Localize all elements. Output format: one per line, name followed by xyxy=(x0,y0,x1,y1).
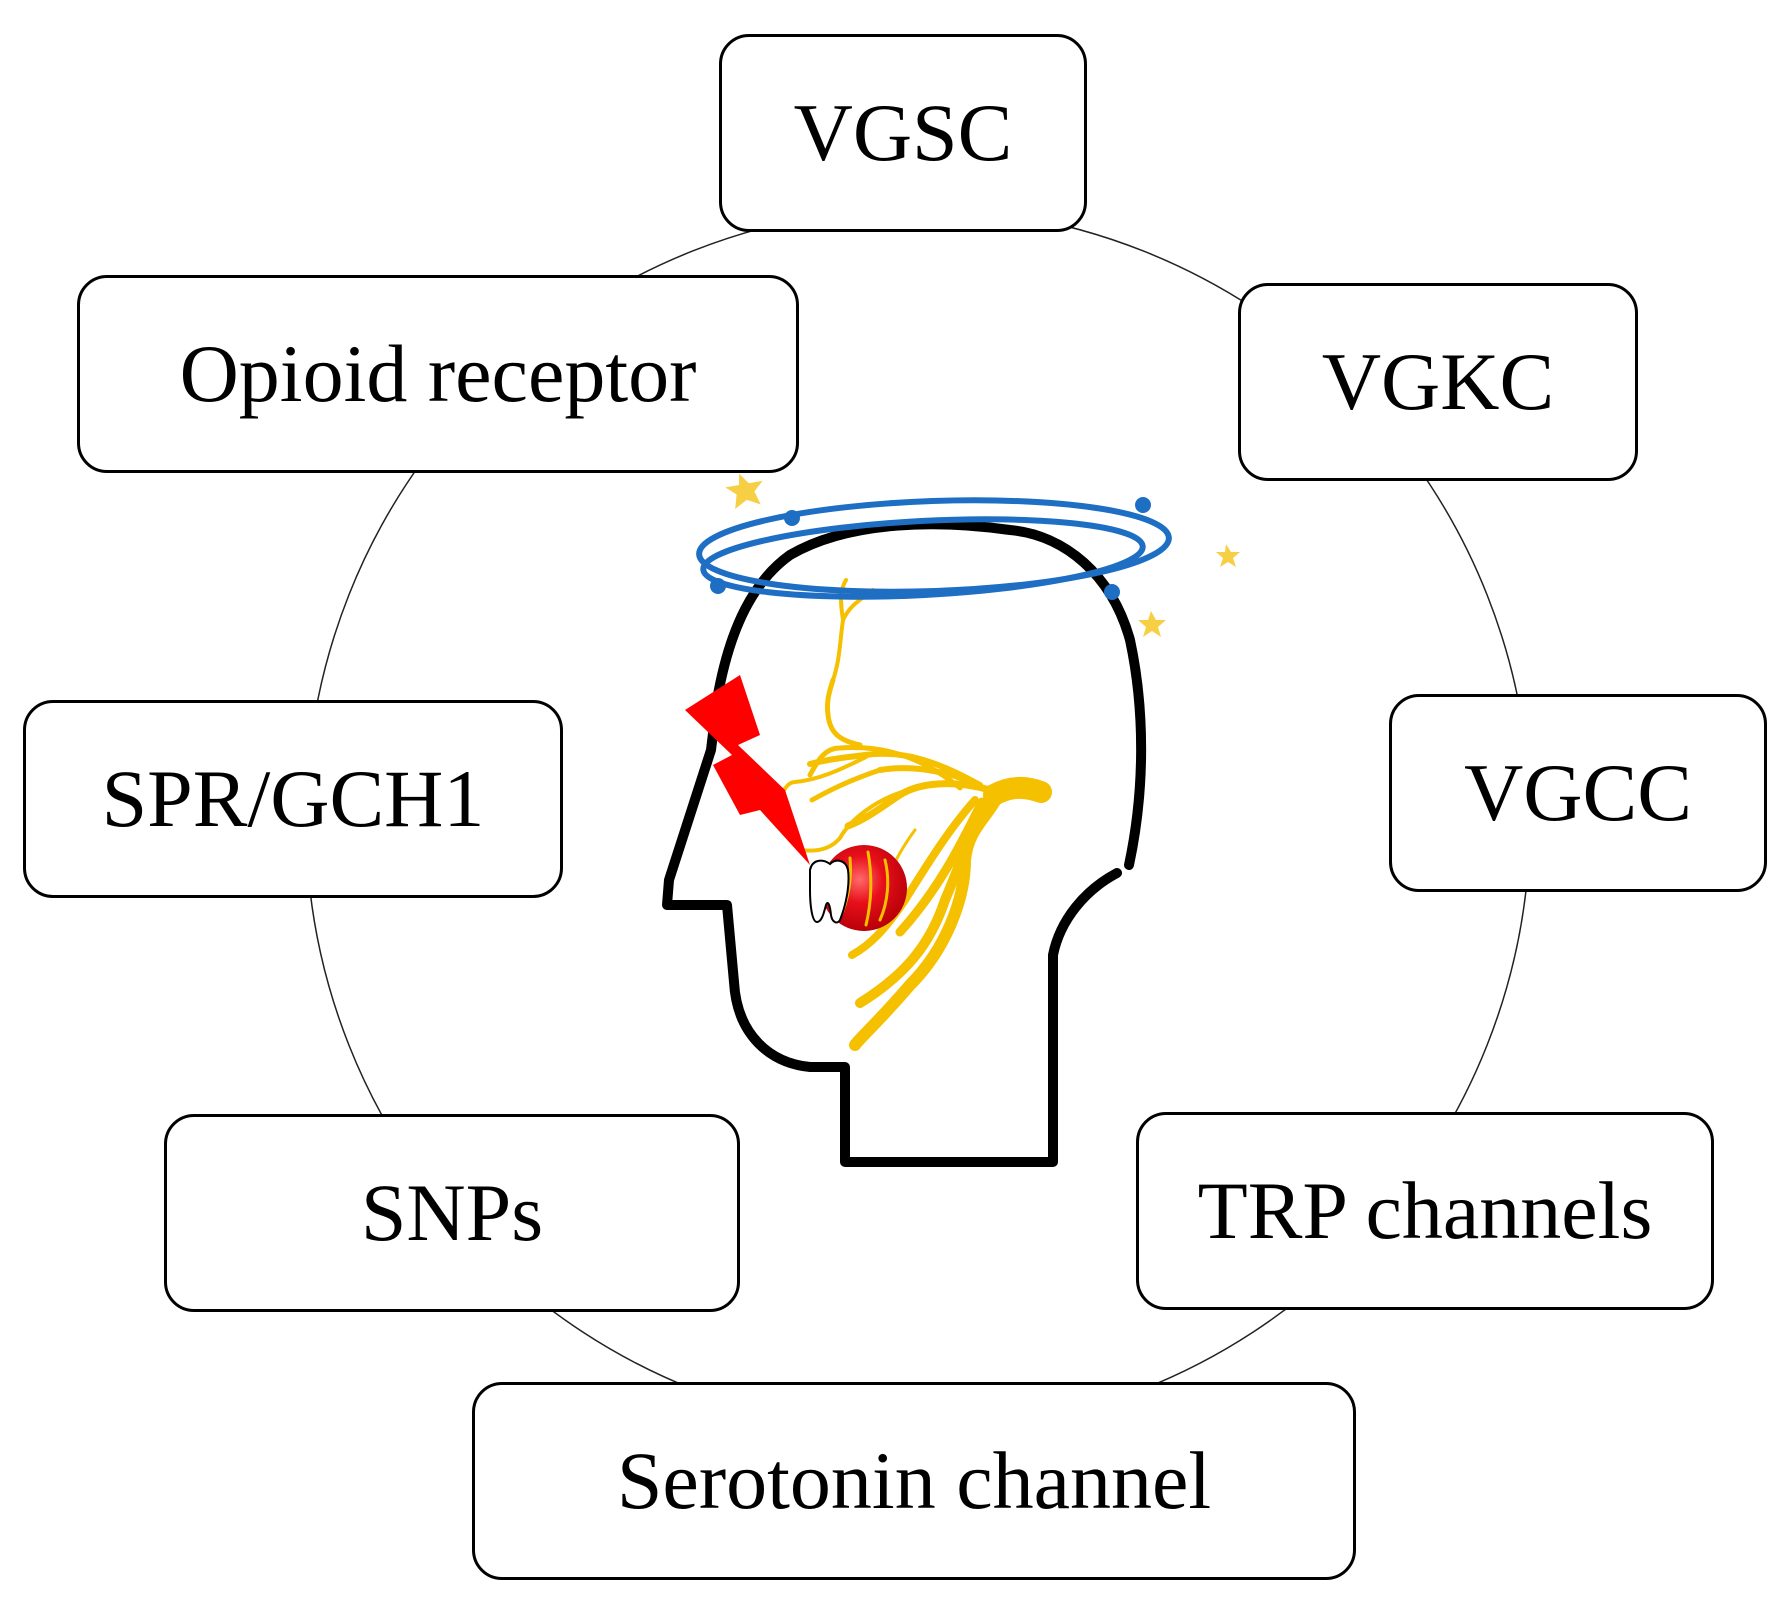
halo-dots xyxy=(710,497,1151,600)
node-opioid-receptor: Opioid receptor xyxy=(77,275,799,473)
node-label: VGCC xyxy=(1464,747,1692,838)
node-label: VGSC xyxy=(793,87,1013,178)
node-snps: SNPs xyxy=(164,1114,740,1312)
node-label: SPR/GCH1 xyxy=(101,753,485,844)
node-vgsc: VGSC xyxy=(719,34,1087,232)
node-vgcc: VGCC xyxy=(1389,694,1767,892)
node-label: SNPs xyxy=(360,1167,544,1258)
star-icon xyxy=(725,473,1240,637)
node-spr-gch1: SPR/GCH1 xyxy=(23,700,563,898)
node-label: VGKC xyxy=(1321,336,1555,427)
node-label: Serotonin channel xyxy=(616,1435,1212,1526)
trigeminal-nerve-icon xyxy=(777,578,1052,1051)
node-vgkc: VGKC xyxy=(1238,283,1638,481)
node-trp-channels: TRP channels xyxy=(1136,1112,1714,1310)
dizzy-halo-icon xyxy=(696,497,1172,600)
lightning-bolt-icon xyxy=(685,675,810,865)
node-label: TRP channels xyxy=(1197,1165,1653,1256)
tooth-icon xyxy=(809,859,850,924)
node-label: Opioid receptor xyxy=(179,328,697,419)
head-silhouette-icon xyxy=(662,519,1147,1167)
node-serotonin-channel: Serotonin channel xyxy=(472,1382,1356,1580)
